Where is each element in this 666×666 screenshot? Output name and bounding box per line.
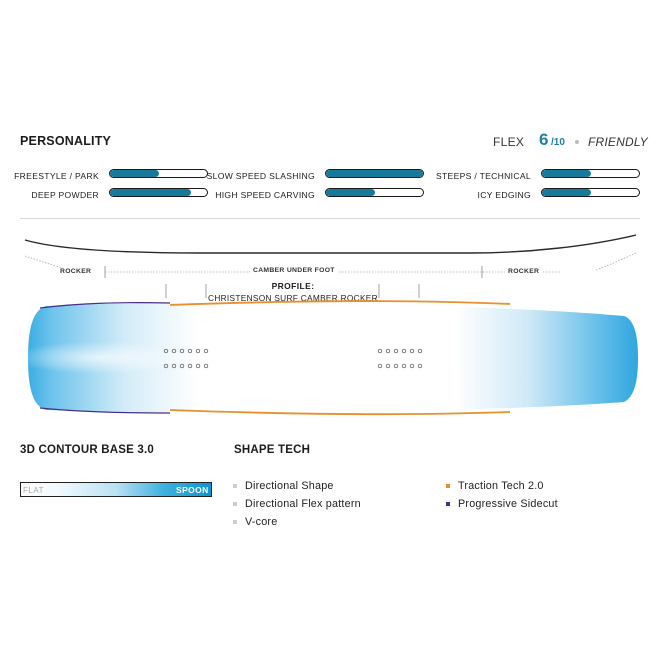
bar-label-slow-speed: SLOW SPEED SLASHING [206,171,315,181]
profile-name: CHRISTENSON SURF CAMBER ROCKER [208,293,378,303]
bar-label-steeps: STEEPS / TECHNICAL [435,171,531,181]
bar-icy-edging [541,188,640,197]
bar-fill-icy-edging [542,189,591,196]
bar-label-icy-edging: ICY EDGING [477,190,531,200]
board-top-view [28,300,638,416]
bar-label-deep-powder: DEEP POWDER [31,190,99,200]
bar-fill-freestyle [110,170,159,177]
tech-item-progressive-sidecut: Progressive Sidecut [446,498,558,510]
flex-description: FRIENDLY [588,135,648,149]
sidecut-purple-bottom [39,407,171,414]
section-divider [20,218,640,219]
profile-title: PROFILE: [271,281,315,291]
flex-label: FLEX [493,135,525,149]
bar-freestyle [109,169,208,178]
board-glow [28,302,638,413]
tech-item-label: Progressive Sidecut [458,498,558,510]
bar-slow-speed [325,169,424,178]
bullet-icon [233,502,237,506]
base-spoon-label: SPOON [176,485,209,495]
profile-rocker-right-label: ROCKER [505,268,543,275]
bar-fill-deep-powder [110,189,191,196]
bar-label-high-speed: HIGH SPEED CARVING [215,190,315,200]
tech-item-label: V-core [245,516,278,528]
personality-title: PERSONALITY [20,134,112,148]
profile-rocker-left-label: ROCKER [57,268,95,275]
base-flat-label: FLAT [23,486,44,495]
flex-value: 6 [539,130,549,149]
bullet-icon [446,502,450,506]
bar-steeps [541,169,640,178]
profile-rocker-right-line [595,252,637,271]
bar-fill-steeps [542,170,591,177]
base-gradient-bar [20,482,212,497]
tech-item-label: Directional Shape [245,480,334,492]
tech-item-label: Traction Tech 2.0 [458,480,544,492]
tech-item-directional-shape: Directional Shape [233,480,334,492]
tech-item-v-core: V-core [233,516,277,528]
profile-side-line [24,234,637,254]
flex-max: /10 [551,137,565,148]
profile-camber-label: CAMBER UNDER FOOT [250,267,338,274]
tech-item-directional-flex: Directional Flex pattern [233,498,361,510]
inserts-right [377,348,423,369]
traction-edge-bottom [169,409,511,416]
bullet-icon [233,484,237,488]
flex-separator-dot [575,140,579,144]
base-title: 3D CONTOUR BASE 3.0 [20,444,154,456]
shape-tech-title: SHAPE TECH [234,444,311,456]
bar-high-speed [325,188,424,197]
sidecut-purple-top [39,302,171,309]
tech-item-label: Directional Flex pattern [245,498,361,510]
tech-item-traction-tech: Traction Tech 2.0 [446,480,544,492]
bar-fill-slow-speed [326,170,423,177]
bar-label-freestyle: FREESTYLE / PARK [14,171,99,181]
bullet-icon [233,520,237,524]
inserts-left [163,348,209,369]
traction-edge-top [169,300,511,306]
bullet-icon [446,484,450,488]
bar-fill-high-speed [326,189,375,196]
bar-deep-powder [109,188,208,197]
